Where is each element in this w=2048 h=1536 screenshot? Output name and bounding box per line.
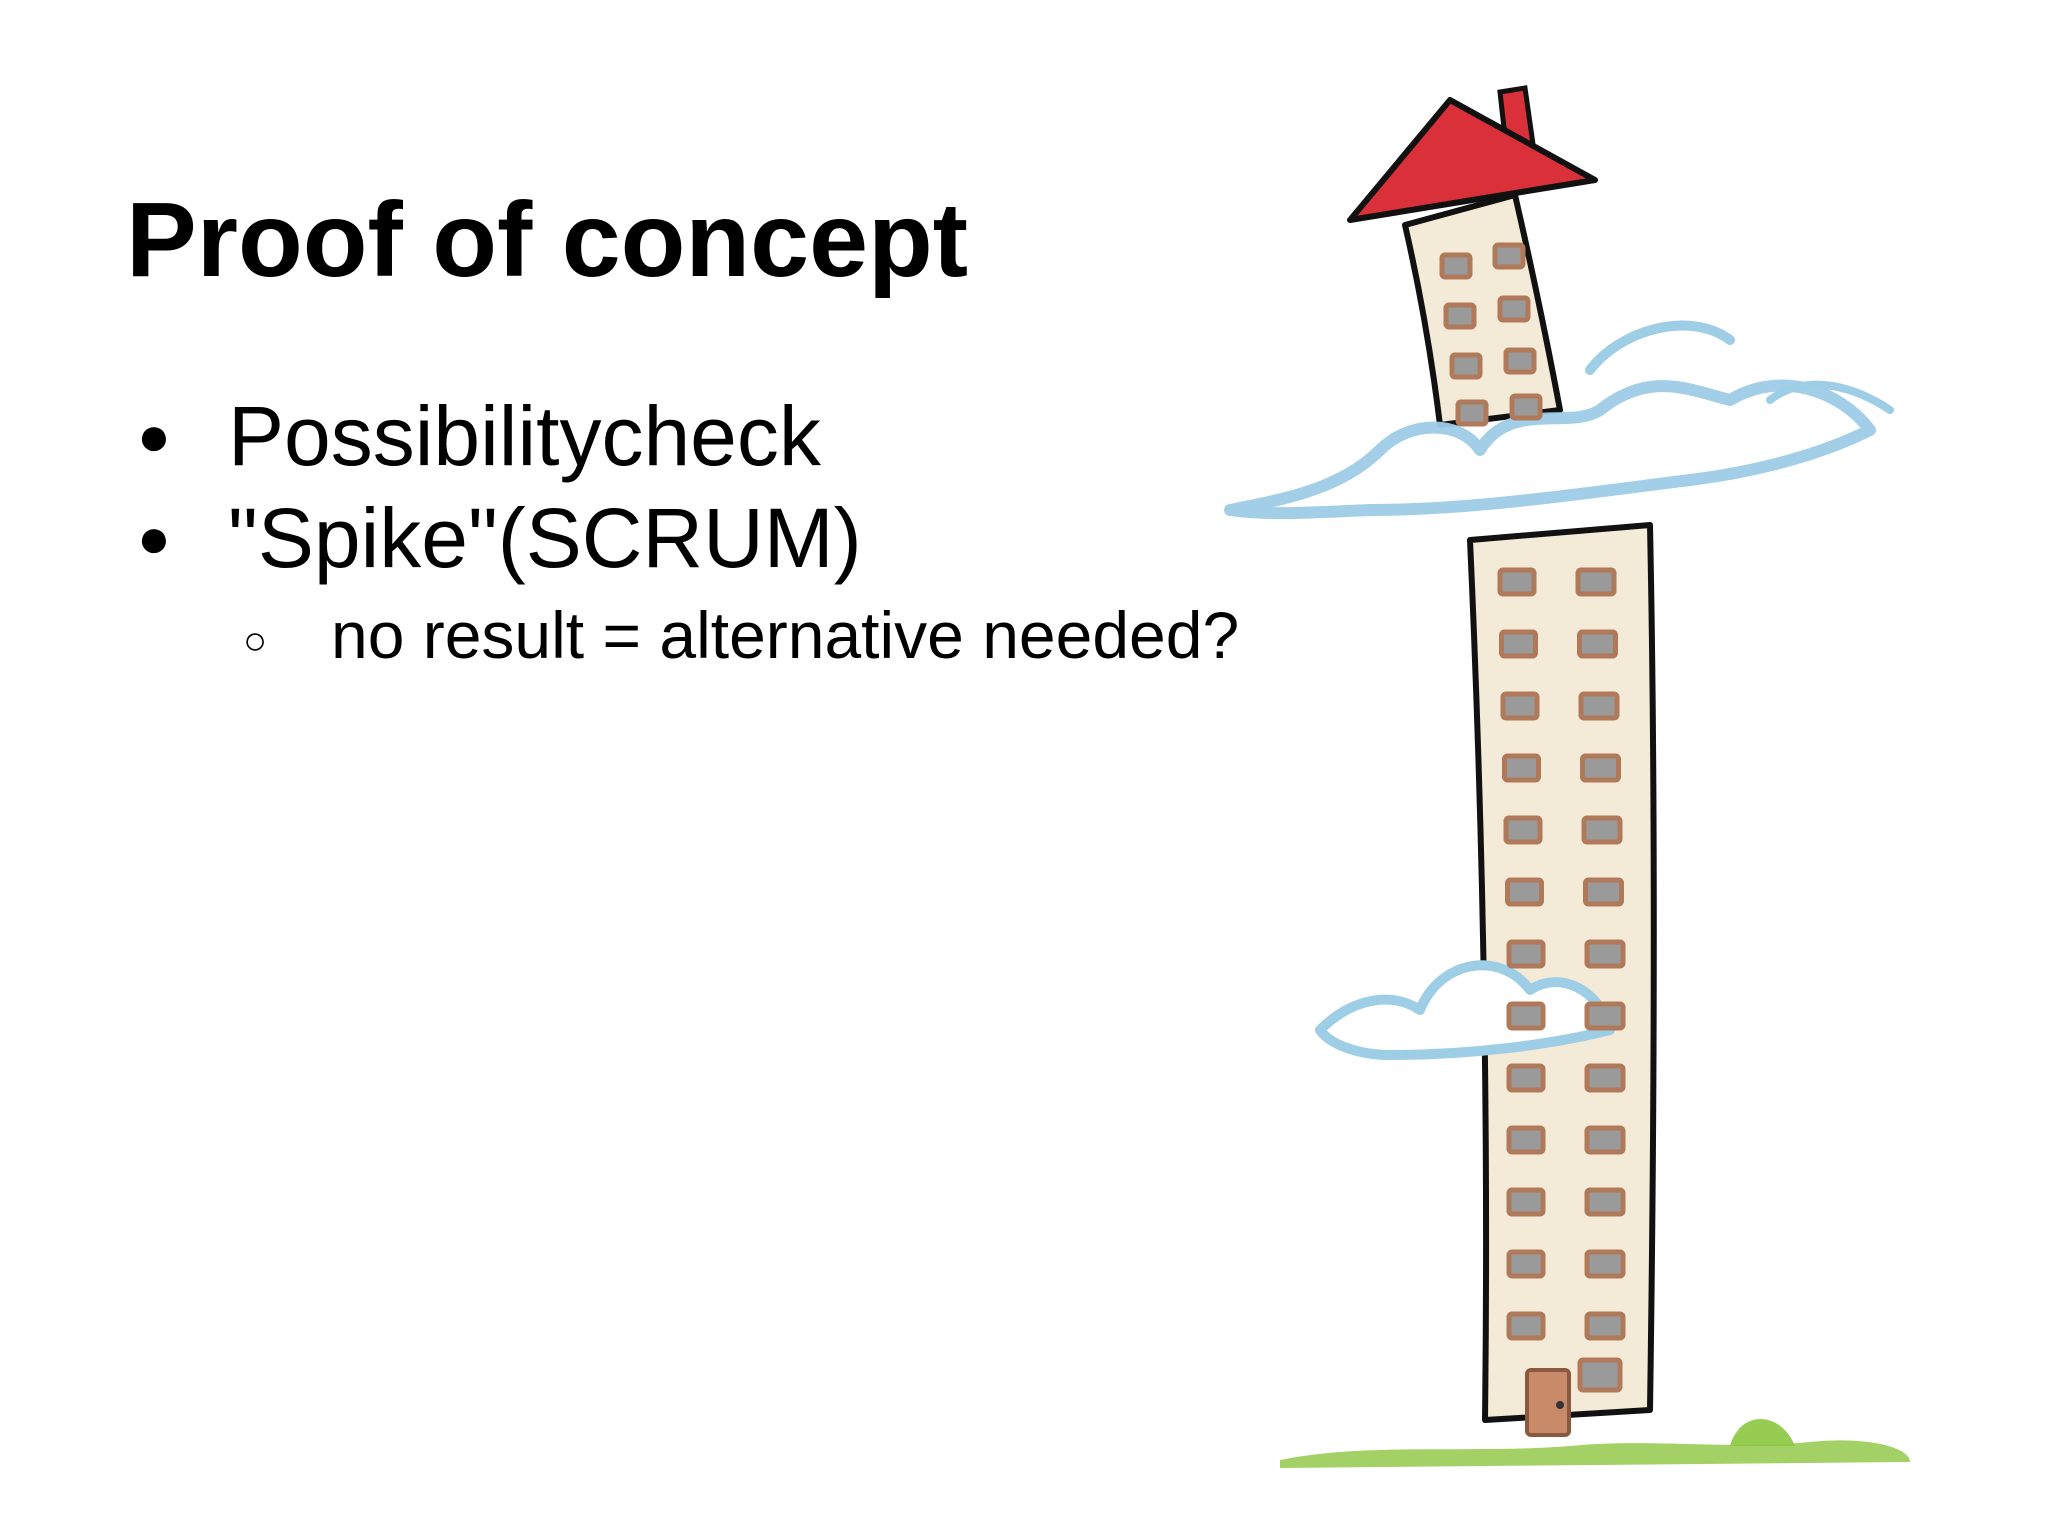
- sub-bullet-item: ○ no result = alternative needed?: [135, 593, 1239, 677]
- window: [1506, 1311, 1546, 1341]
- window: [1439, 252, 1473, 280]
- sub-bullet-text: no result = alternative needed?: [331, 598, 1240, 672]
- window: [1584, 939, 1626, 969]
- window: [1578, 691, 1620, 721]
- window: [1583, 877, 1624, 907]
- grass-tuft: [1730, 1419, 1795, 1446]
- window: [1449, 352, 1483, 380]
- bullet-item: ● "Spike"(SCRUM): [135, 487, 1239, 589]
- cloud-upper: [1224, 379, 1876, 520]
- window: [1577, 1357, 1623, 1393]
- bullet-list: ● Possibilitycheck ● "Spike"(SCRUM) ○ no…: [135, 385, 1239, 677]
- window: [1506, 1063, 1546, 1093]
- bullet-item: ● Possibilitycheck: [135, 385, 1239, 487]
- window: [1443, 302, 1477, 330]
- window: [1584, 1063, 1626, 1093]
- window: [1492, 242, 1526, 270]
- window: [1575, 567, 1617, 597]
- cloud-wisp: [1585, 320, 1735, 375]
- tall-house-through-clouds-icon: [1224, 85, 1910, 1468]
- window: [1502, 753, 1541, 783]
- window: [1455, 399, 1489, 427]
- roof: [1347, 97, 1598, 223]
- window: [1581, 815, 1623, 845]
- window: [1577, 629, 1618, 659]
- sub-bullet-marker: ○: [243, 619, 268, 663]
- window: [1506, 1001, 1546, 1031]
- window: [1503, 347, 1537, 375]
- bullet-marker: ●: [137, 506, 171, 569]
- window: [1584, 1001, 1626, 1031]
- bullet-text: "Spike"(SCRUM): [228, 491, 862, 585]
- window: [1506, 939, 1546, 969]
- tower-upper: [1402, 192, 1563, 428]
- window: [1499, 629, 1538, 659]
- window: [1500, 691, 1540, 721]
- window: [1505, 877, 1544, 907]
- window: [1580, 753, 1621, 783]
- cloud-lower: [1315, 960, 1615, 1060]
- grass: [1280, 1440, 1910, 1468]
- window: [1584, 1311, 1626, 1341]
- window: [1584, 1125, 1626, 1155]
- slide-title: Proof of concept: [126, 181, 969, 299]
- door-knob: [1556, 1401, 1564, 1409]
- window: [1506, 1125, 1546, 1155]
- window: [1497, 295, 1531, 323]
- window: [1503, 815, 1543, 845]
- window: [1584, 1249, 1626, 1279]
- window: [1584, 1187, 1626, 1217]
- window: [1509, 393, 1543, 421]
- bullet-marker: ●: [137, 404, 171, 467]
- window: [1497, 567, 1537, 597]
- window: [1506, 1187, 1546, 1217]
- door: [1525, 1368, 1571, 1437]
- bullet-text: Possibilitycheck: [228, 389, 821, 483]
- window: [1506, 1249, 1546, 1279]
- cloud-wisp: [1766, 380, 1894, 414]
